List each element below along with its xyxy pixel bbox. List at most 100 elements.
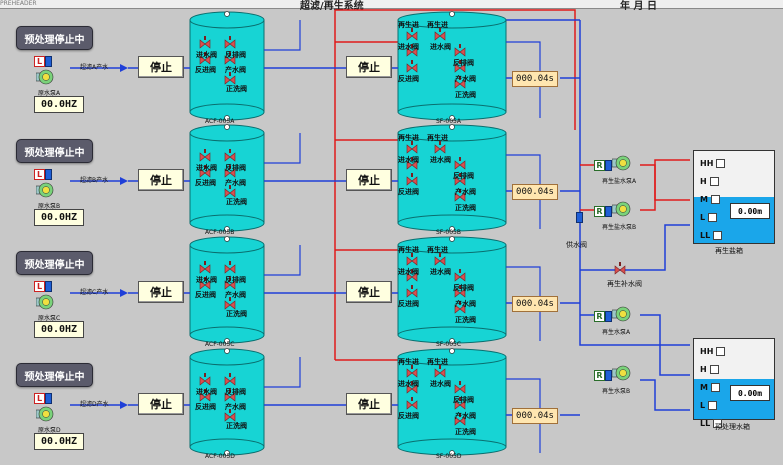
rinse-valve-icon-stem bbox=[459, 189, 461, 193]
regen-inlet-label: 再生进 bbox=[398, 21, 419, 29]
product-valve-icon bbox=[454, 400, 466, 410]
sf-vessel bbox=[397, 244, 507, 336]
uf-product-label: 超滤C产水 bbox=[80, 289, 109, 296]
product-valve-icon-stem bbox=[459, 173, 461, 177]
regen-valve-icon bbox=[406, 31, 418, 41]
raw-water-pump-icon[interactable] bbox=[36, 68, 56, 86]
supply-valve-indicator-icon[interactable] bbox=[576, 212, 583, 223]
regen-valve-icon bbox=[406, 368, 418, 378]
sf-stop-button[interactable]: 停止 bbox=[346, 56, 392, 78]
vent-pipe bbox=[264, 133, 301, 164]
rinse-valve-icon-stem bbox=[229, 409, 231, 413]
rinse-valve-label: 正洗阀 bbox=[226, 85, 247, 93]
backwash-valve-icon-stem bbox=[459, 44, 461, 48]
pump-label: 原水泵A bbox=[38, 90, 61, 97]
inlet-valve-icon-stem bbox=[204, 261, 206, 265]
brine-pump-b-icon[interactable] bbox=[612, 200, 632, 218]
brine-pump-a-icon[interactable] bbox=[612, 154, 632, 172]
makeup-valve-label: 再生补水阀 bbox=[607, 280, 642, 288]
sf-rinse-valve-label: 正洗阀 bbox=[455, 204, 476, 212]
backwash-valve-label: 反排阀 bbox=[225, 276, 246, 284]
remote-mode-tag: R bbox=[594, 311, 605, 322]
rinse-valve-icon-stem bbox=[229, 72, 231, 76]
sf-stop-button[interactable]: 停止 bbox=[346, 169, 392, 191]
inlet-valve-icon-stem bbox=[204, 373, 206, 377]
level-checkbox bbox=[713, 231, 723, 240]
reverse-inlet-valve-label: 反进阀 bbox=[195, 403, 216, 411]
regen-valve-icon bbox=[434, 144, 446, 154]
inlet-valve-icon bbox=[406, 47, 418, 57]
backwash-valve-label: 反排阀 bbox=[225, 388, 246, 396]
regen-inlet-label: 再生进 bbox=[398, 246, 419, 254]
regen-valve-icon bbox=[406, 144, 418, 154]
drain-pipe bbox=[506, 41, 541, 118]
status-indicator-icon bbox=[605, 206, 612, 217]
sf-vessel-label: SF-005D bbox=[436, 453, 462, 460]
flow-rate-display: 000.04s bbox=[512, 296, 558, 312]
regen-water-pump-b-icon[interactable] bbox=[612, 364, 632, 382]
pump-label: 再生盐水泵A bbox=[602, 178, 637, 185]
reverse-valve-icon-stem bbox=[204, 165, 206, 169]
backwash-valve-icon bbox=[224, 39, 236, 49]
reverse-valve-icon-stem bbox=[204, 389, 206, 393]
raw-water-pump-icon[interactable] bbox=[36, 181, 56, 199]
acf-vessel-label: ACF-005D bbox=[205, 453, 235, 460]
reverse-valve-icon-stem bbox=[411, 60, 413, 64]
regen-valve-icon-stem bbox=[439, 28, 441, 32]
status-indicator-icon bbox=[605, 160, 612, 171]
acf-stop-button[interactable]: 停止 bbox=[138, 281, 184, 303]
flow-rate-display: 000.04s bbox=[512, 71, 558, 87]
uf-product-label: 超滤A产水 bbox=[80, 64, 109, 71]
sf-backwash-valve-label: 反排阀 bbox=[453, 172, 474, 180]
brine-return-pipe bbox=[640, 159, 690, 211]
backwash-valve-icon bbox=[454, 47, 466, 57]
acf-stop-button[interactable]: 停止 bbox=[138, 56, 184, 78]
pump-frequency: 00.0HZ bbox=[34, 321, 84, 338]
sf-stop-button[interactable]: 停止 bbox=[346, 393, 392, 415]
regen-water-pump-a-icon[interactable] bbox=[612, 305, 632, 323]
level-checkbox bbox=[710, 383, 720, 392]
inlet-valve-icon-stem bbox=[411, 157, 413, 161]
date-display: 年 月 日 bbox=[620, 1, 657, 12]
acf-stop-button[interactable]: 停止 bbox=[138, 393, 184, 415]
rinse-valve-icon bbox=[224, 188, 236, 198]
level-checkbox bbox=[716, 159, 726, 168]
tank-name: 再生盐箱 bbox=[715, 247, 743, 255]
inlet-valve-label: 进水阀 bbox=[196, 276, 217, 284]
acf-stop-button[interactable]: 停止 bbox=[138, 169, 184, 191]
backwash-valve-icon bbox=[454, 272, 466, 282]
remote-mode-tag: R bbox=[594, 160, 605, 171]
inlet-valve-icon bbox=[406, 160, 418, 170]
pump-label: 再生水泵A bbox=[602, 329, 631, 336]
product-valve-icon-stem bbox=[229, 165, 231, 169]
product-valve-label: 产水阀 bbox=[225, 403, 246, 411]
acf-vessel-label: ACF-005A bbox=[205, 118, 235, 125]
local-mode-tag: L bbox=[34, 56, 45, 67]
makeup-pipe bbox=[580, 224, 690, 271]
regen-valve-icon-stem bbox=[411, 28, 413, 32]
sf-backwash-valve-label: 反排阀 bbox=[453, 396, 474, 404]
vent-pipe bbox=[264, 357, 301, 388]
raw-water-pump-icon[interactable] bbox=[36, 293, 56, 311]
level-indicator: M bbox=[700, 383, 720, 392]
rinse-valve-icon bbox=[224, 300, 236, 310]
inlet-valve-label: 进水阀 bbox=[196, 388, 217, 396]
rinse-valve-icon-stem bbox=[459, 413, 461, 417]
backwash-valve-label: 反排阀 bbox=[225, 164, 246, 172]
tank-level-value: 0.00m bbox=[730, 203, 770, 219]
rinse-valve-icon-stem bbox=[229, 297, 231, 301]
top-bar: PREHEADER 超滤/再生系统 年 月 日 bbox=[0, 0, 783, 12]
rinse-valve-icon bbox=[454, 192, 466, 202]
sf-product-valve-label: 产水阀 bbox=[455, 75, 476, 83]
reverse-valve-icon bbox=[199, 392, 211, 402]
sf-vessel-vent bbox=[449, 124, 455, 130]
level-indicator: LL bbox=[700, 419, 723, 428]
sf-inlet2-valve-label: 进水阀 bbox=[430, 268, 451, 276]
level-indicator: LL bbox=[700, 231, 723, 240]
raw-water-pump-icon[interactable] bbox=[36, 405, 56, 423]
acf-vessel-vent bbox=[224, 11, 230, 17]
local-mode-tag: L bbox=[34, 169, 45, 180]
flow-arrow-icon bbox=[120, 289, 128, 297]
sf-stop-button[interactable]: 停止 bbox=[346, 281, 392, 303]
